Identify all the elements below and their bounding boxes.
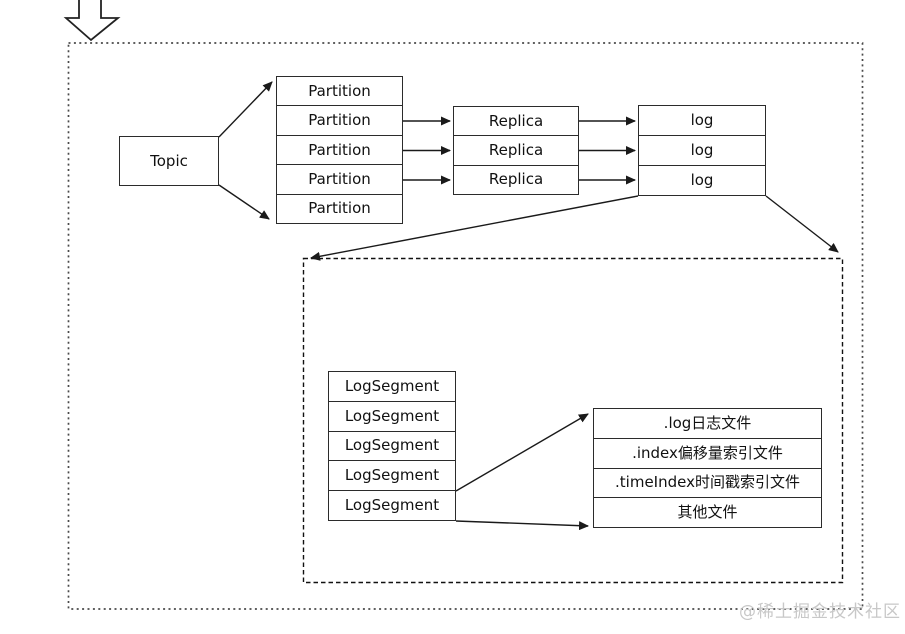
log-box: log (639, 136, 765, 166)
connector-topic-to-partition-top (218, 81, 273, 138)
partition-box: Partition (277, 106, 402, 136)
segment-file-stack: .log日志文件 .index偏移量索引文件 .timeIndex时间戳索引文件… (593, 408, 822, 528)
partition-box: Partition (277, 77, 402, 107)
watermark: @稀土掘金技术社区 (739, 602, 901, 622)
timeindex-file-box: .timeIndex时间戳索引文件 (594, 469, 821, 499)
partition-box: Partition (277, 136, 402, 166)
log-file-box: .log日志文件 (594, 409, 821, 439)
connector-log-to-inner-left (310, 195, 639, 261)
log-segment-box: LogSegment (344, 496, 440, 515)
topic-label: Topic (150, 151, 188, 170)
log-stack: log log log (638, 105, 766, 196)
partition-box: Partition (308, 199, 371, 218)
index-file-box: .index偏移量索引文件 (594, 439, 821, 469)
log-segment-box: LogSegment (329, 372, 455, 402)
connector-segment-to-files-top (455, 413, 589, 492)
outer-dashed-boundary (67, 42, 864, 610)
log-segment-box: LogSegment (329, 432, 455, 462)
log-box: log (690, 171, 714, 189)
replica-box: Replica (454, 107, 578, 137)
connector-log-to-inner-right (765, 195, 839, 253)
topic-box: Topic (119, 136, 219, 186)
connector-topic-to-partition-bottom (218, 184, 270, 220)
partition-stack: Partition Partition Partition Partition … (276, 76, 403, 224)
connector-segment-to-files-bottom (455, 520, 589, 531)
log-segment-stack: LogSegment LogSegment LogSegment LogSegm… (328, 371, 456, 521)
replica-stack: Replica Replica Replica (453, 106, 579, 195)
log-segment-box: LogSegment (329, 402, 455, 432)
log-box: log (639, 106, 765, 136)
inner-dashed-boundary (302, 257, 844, 584)
replica-box: Replica (454, 136, 578, 166)
log-segment-box: LogSegment (329, 461, 455, 492)
partition-box: Partition (277, 165, 402, 195)
replica-box: Replica (488, 170, 544, 189)
other-file-box: 其他文件 (677, 503, 738, 522)
down-arrow-icon (63, 0, 121, 42)
